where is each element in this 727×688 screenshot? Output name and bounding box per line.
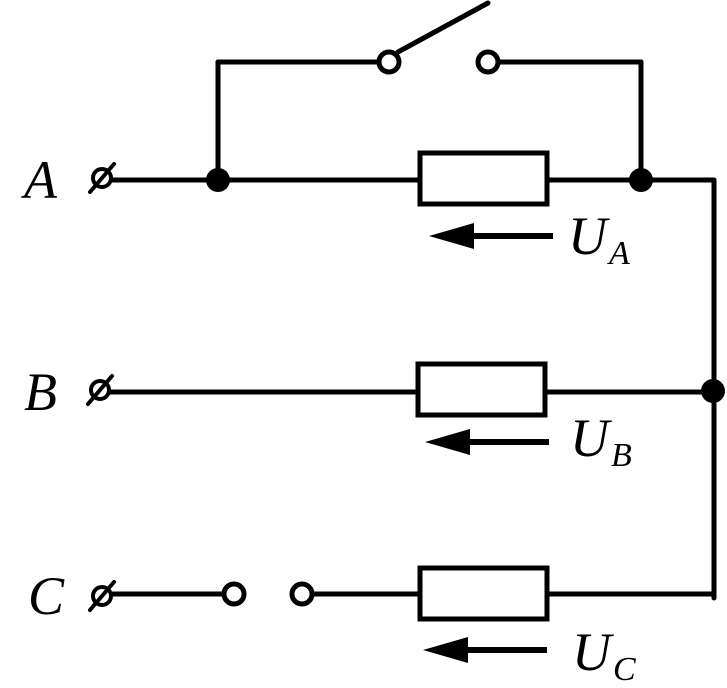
voltage-a-arrow-head [429,223,474,249]
neutral-junction [701,379,725,403]
voltage-a-symbol: U [568,206,610,266]
voltage-b-label: UB [570,408,632,474]
bypass-switch-fixed-contact [475,49,501,75]
bypass-switch-blade [395,0,491,55]
voltage-c-subscript: C [613,651,636,688]
voltage-c-symbol: U [572,622,614,682]
terminal-b-slash [86,374,114,406]
phase-c-switch-contact-left [221,581,247,607]
terminal-a: A [21,150,116,210]
neutral-bus [701,177,725,601]
terminal-c-slash [88,580,116,612]
bypass-switch-pivot-contact [376,49,402,75]
terminal-b-label: B [24,362,57,422]
voltage-c: UC [423,622,636,688]
phase-a-branch [105,150,717,207]
voltage-c-arrow-head [423,637,468,663]
phase-c-branch [105,565,717,622]
phase-c-resistor [417,565,550,622]
voltage-b: UB [425,408,632,474]
terminal-a-label: A [21,150,58,210]
phase-b-resistor [415,361,548,418]
voltage-a: UA [429,206,630,272]
voltage-b-arrow-head [425,429,470,455]
terminal-a-slash [88,162,116,194]
terminal-c: C [28,566,116,626]
phase-b-branch [105,361,717,418]
phase-a-resistor [417,150,550,207]
voltage-a-label: UA [568,206,630,272]
bypass-switch-a [215,0,644,183]
voltage-c-label: UC [572,622,636,688]
voltage-b-symbol: U [570,408,612,468]
voltage-b-subscript: B [611,437,632,474]
terminal-c-label: C [28,566,65,626]
phase-c-switch-contact-right [289,581,315,607]
voltage-a-subscript: A [607,235,630,272]
terminal-b: B [24,362,114,422]
